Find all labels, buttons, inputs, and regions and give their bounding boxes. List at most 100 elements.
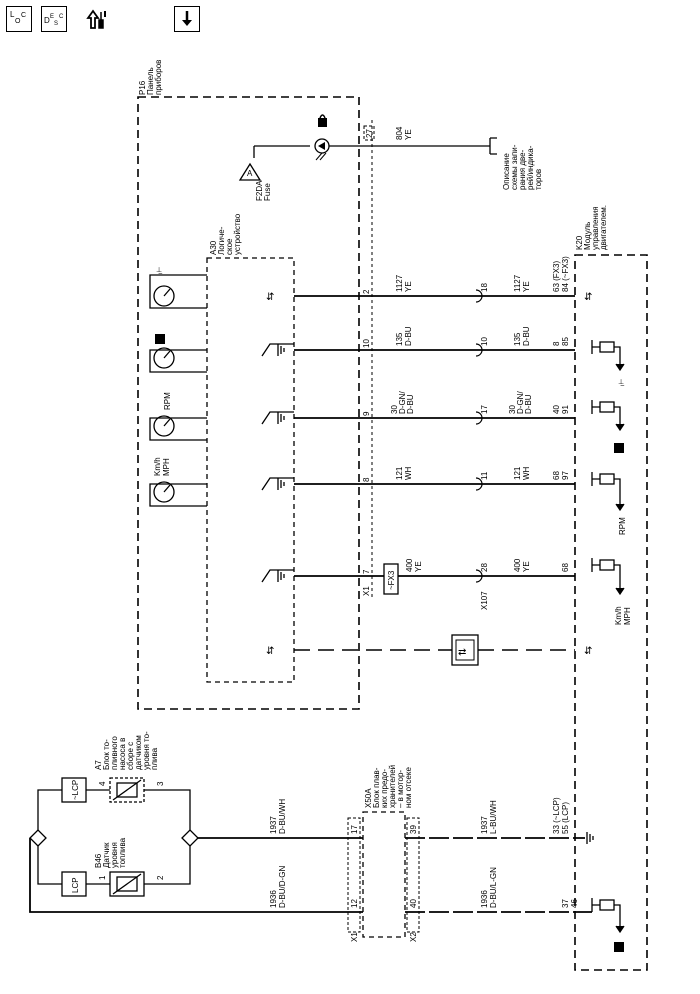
k20-fuel-level-icon bbox=[614, 942, 624, 952]
gauge-fuel bbox=[149, 334, 207, 373]
svg-text:D-GN/: D-GN/ bbox=[398, 391, 407, 414]
svg-text:RPM: RPM bbox=[163, 392, 172, 410]
description-button[interactable]: D E S C bbox=[41, 6, 67, 32]
svg-text:YE: YE bbox=[522, 281, 531, 292]
p16-id: P16 bbox=[138, 80, 147, 95]
svg-text:плива: плива bbox=[150, 747, 159, 770]
p16-name-1: Панель bbox=[146, 67, 155, 95]
svg-text:датчиком: датчиком bbox=[134, 735, 143, 770]
k20-name-1: Модуль bbox=[583, 222, 592, 250]
circuit-1937: 1937 D-BU/WH 17 39 1937 L-BU/WH 33 (~LCP… bbox=[196, 797, 594, 845]
svg-text:A7: A7 bbox=[94, 760, 103, 770]
svg-text:MPH: MPH bbox=[162, 458, 171, 476]
svg-text:18: 18 bbox=[480, 283, 489, 292]
svg-text:46: 46 bbox=[570, 899, 579, 908]
svg-text:40: 40 bbox=[552, 405, 561, 414]
svg-text:84 (~FX3): 84 (~FX3) bbox=[561, 256, 570, 292]
gauge-speedometer: Km/h MPH bbox=[149, 457, 207, 507]
svg-text:135: 135 bbox=[513, 332, 522, 346]
lcp-top: ~LCP bbox=[71, 780, 80, 800]
b46-pin-1: 1 bbox=[98, 875, 107, 880]
svg-text:1127: 1127 bbox=[395, 274, 404, 292]
diagnostics-button[interactable] bbox=[84, 6, 110, 32]
circuit-121: 8 121 WH 11 121 WH 68 97 bbox=[261, 466, 575, 491]
svg-text:L-BU/WH: L-BU/WH bbox=[489, 800, 498, 834]
svg-text:91: 91 bbox=[561, 405, 570, 414]
svg-text:9: 9 bbox=[362, 411, 371, 416]
k20-id: K20 bbox=[575, 235, 584, 250]
fuse-label: Fuse bbox=[263, 183, 272, 201]
x50a-x1: X1 bbox=[350, 932, 359, 942]
circuit-400: ~FX3 7 400 YE 28 400 YE 68 bbox=[261, 558, 575, 595]
svg-text:D: D bbox=[44, 16, 50, 25]
lamp-pin: 27 bbox=[365, 129, 374, 138]
svg-text:68: 68 bbox=[561, 563, 570, 572]
p16-name-2: приборов bbox=[154, 60, 163, 95]
svg-text:YE: YE bbox=[522, 561, 531, 572]
fuse-triangle bbox=[238, 162, 262, 181]
svg-text:8: 8 bbox=[552, 341, 561, 346]
a7-pin-4: 4 bbox=[98, 781, 107, 786]
svg-text:1936: 1936 bbox=[480, 890, 489, 908]
k20-box bbox=[574, 254, 648, 971]
svg-text:10: 10 bbox=[362, 339, 371, 348]
fuse-symbol: A bbox=[247, 169, 253, 178]
gauge-rpm: RPM bbox=[149, 392, 207, 441]
svg-text:63 (FX3): 63 (FX3) bbox=[552, 261, 561, 292]
svg-text:D-BU: D-BU bbox=[522, 326, 531, 346]
svg-text:ких предо-: ких предо- bbox=[380, 769, 389, 808]
location-icon: L O C bbox=[10, 10, 26, 25]
svg-text:Блок то-: Блок то- bbox=[102, 739, 111, 770]
svg-text:B46: B46 bbox=[94, 853, 103, 868]
svg-text:D-GN/: D-GN/ bbox=[516, 391, 525, 414]
down-button[interactable] bbox=[174, 6, 200, 32]
svg-text:– в мотор-: – в мотор- bbox=[396, 770, 405, 808]
a30-name-3: устройство bbox=[233, 213, 242, 255]
k20-speed-label-2: MPH bbox=[623, 607, 632, 625]
b46-pin-2: 2 bbox=[156, 875, 165, 880]
k20-drivers bbox=[591, 340, 625, 934]
fuel-sender-network bbox=[29, 777, 199, 897]
svg-text:D-BU/WH: D-BU/WH bbox=[278, 799, 287, 834]
svg-text:⇵: ⇵ bbox=[584, 292, 592, 303]
fuse-id: F2DA bbox=[255, 180, 264, 201]
fx3-box bbox=[383, 563, 399, 595]
x107-label: X107 bbox=[480, 591, 489, 610]
svg-text:55 (LCP): 55 (LCP) bbox=[561, 802, 570, 834]
lock-icon bbox=[318, 118, 327, 127]
a30-box bbox=[206, 257, 295, 683]
svg-text:сборе с: сборе с bbox=[126, 742, 135, 770]
svg-text:YE: YE bbox=[414, 561, 423, 572]
svg-text:уровня: уровня bbox=[110, 842, 119, 868]
svg-text:1936: 1936 bbox=[269, 890, 278, 908]
svg-text:пливного: пливного bbox=[110, 736, 119, 770]
svg-text:рей/индика-: рей/индика- bbox=[526, 145, 535, 190]
svg-text:17: 17 bbox=[480, 405, 489, 414]
svg-text:28: 28 bbox=[480, 563, 489, 572]
svg-text:17: 17 bbox=[350, 825, 359, 834]
tools-up-arrow-icon bbox=[86, 9, 106, 29]
circuit-135: 10 135 D-BU 10 135 D-BU 8 85 bbox=[261, 326, 575, 357]
k20-rpm-label: RPM bbox=[618, 517, 627, 535]
svg-text:Блок плав-: Блок плав- bbox=[372, 767, 381, 808]
svg-text:S: S bbox=[54, 21, 58, 27]
svg-text:68: 68 bbox=[552, 471, 561, 480]
location-button[interactable]: L O C bbox=[6, 6, 32, 32]
a30-name-2: ское bbox=[225, 238, 234, 255]
svg-text:10: 10 bbox=[480, 337, 489, 346]
svg-text:⇵: ⇵ bbox=[266, 646, 274, 657]
svg-text:уровня то-: уровня то- bbox=[142, 731, 151, 770]
svg-text:E: E bbox=[50, 14, 54, 20]
svg-text:40: 40 bbox=[409, 899, 418, 908]
svg-text:топлива: топлива bbox=[118, 837, 127, 868]
svg-text:7: 7 bbox=[362, 569, 371, 574]
svg-text:30: 30 bbox=[508, 405, 517, 414]
svg-text:1937: 1937 bbox=[269, 816, 278, 834]
x1-label: X1 bbox=[362, 586, 371, 596]
circuit-1936: 1936 D-BU/D-GN 12 40 1936 D-BU/L-GN 37 4… bbox=[29, 838, 592, 913]
door-description: Описание схемы запи- рания две- рей/инди… bbox=[502, 144, 543, 190]
circuit-1127: ⇵ ⇵ 2 1127 YE 18 1127 YE 63 (FX3) 84 (~F… bbox=[266, 256, 592, 303]
svg-text:YE: YE bbox=[404, 281, 413, 292]
svg-text:37: 37 bbox=[561, 899, 570, 908]
svg-text:30: 30 bbox=[390, 405, 399, 414]
